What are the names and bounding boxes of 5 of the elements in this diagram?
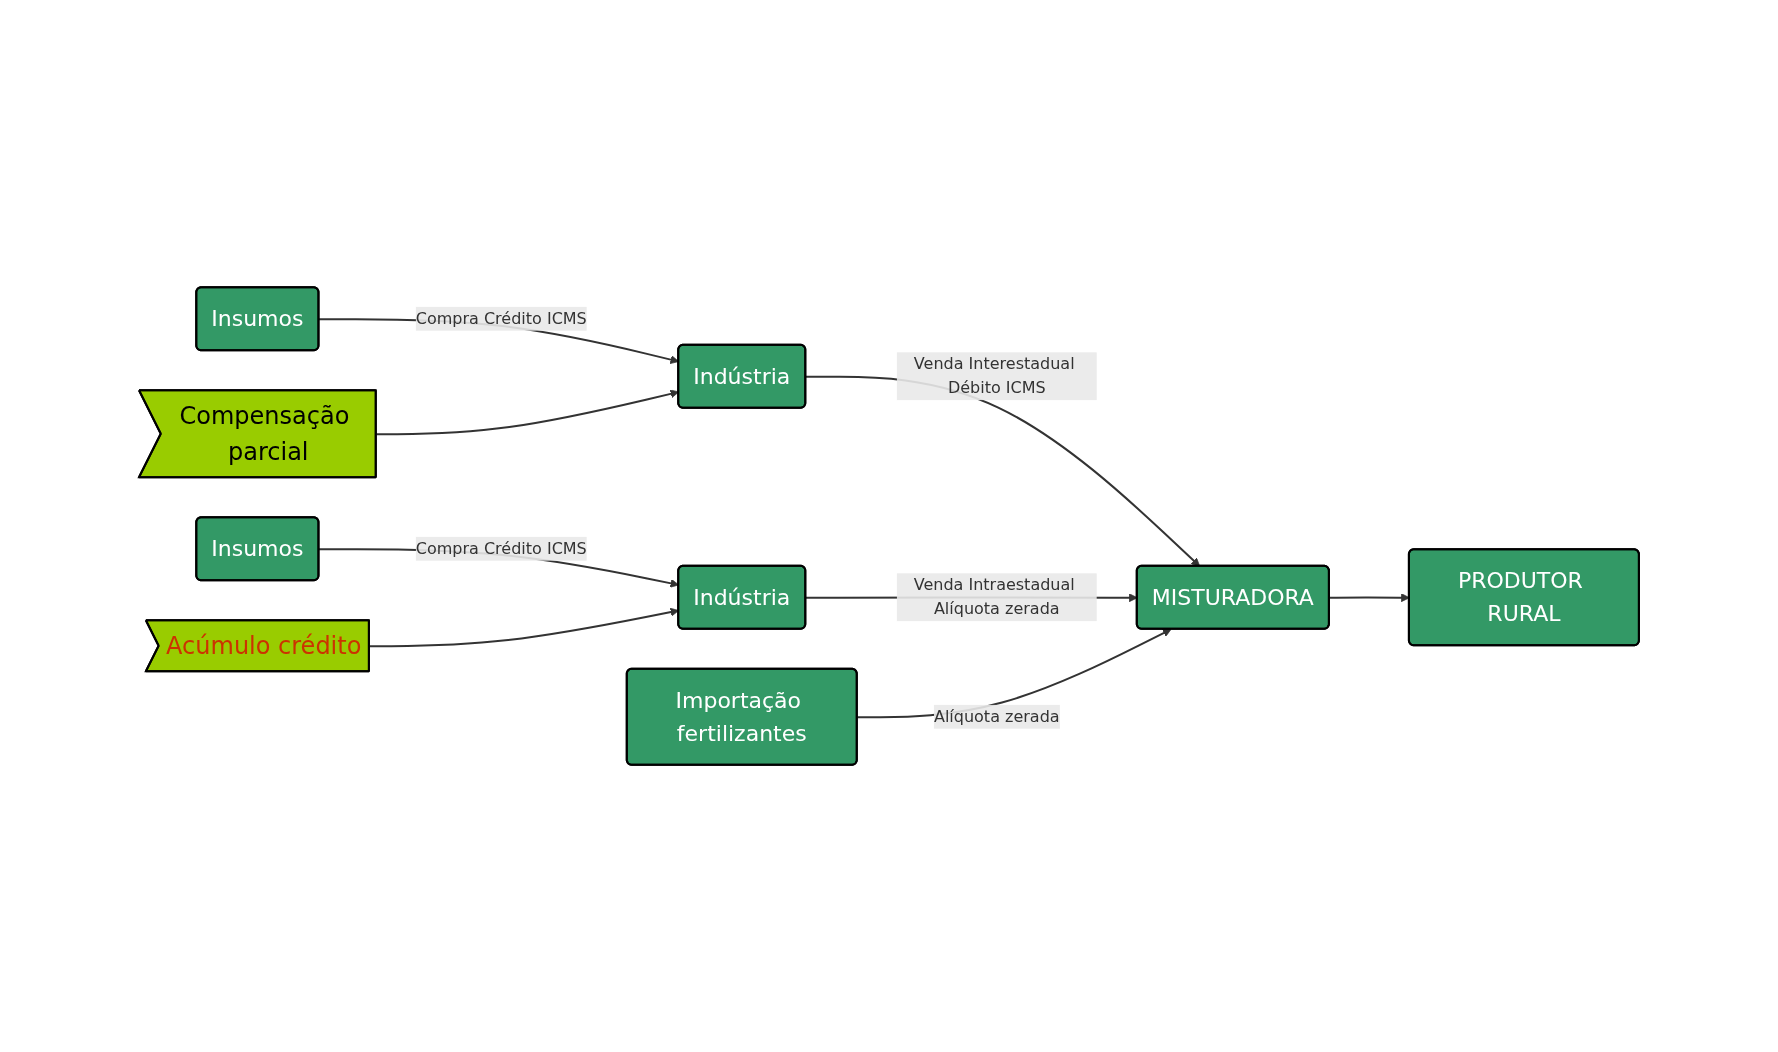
edge-label: Venda Interestadual Débito ICMS [913,354,1075,398]
edge-label: Compra Crédito ICMS [415,308,587,328]
edge-label: Compra Crédito ICMS [415,538,587,558]
edge-label: Alíquota zerada [933,706,1060,726]
edge-label: Venda Intraestadual Alíquota zerada [913,575,1075,619]
